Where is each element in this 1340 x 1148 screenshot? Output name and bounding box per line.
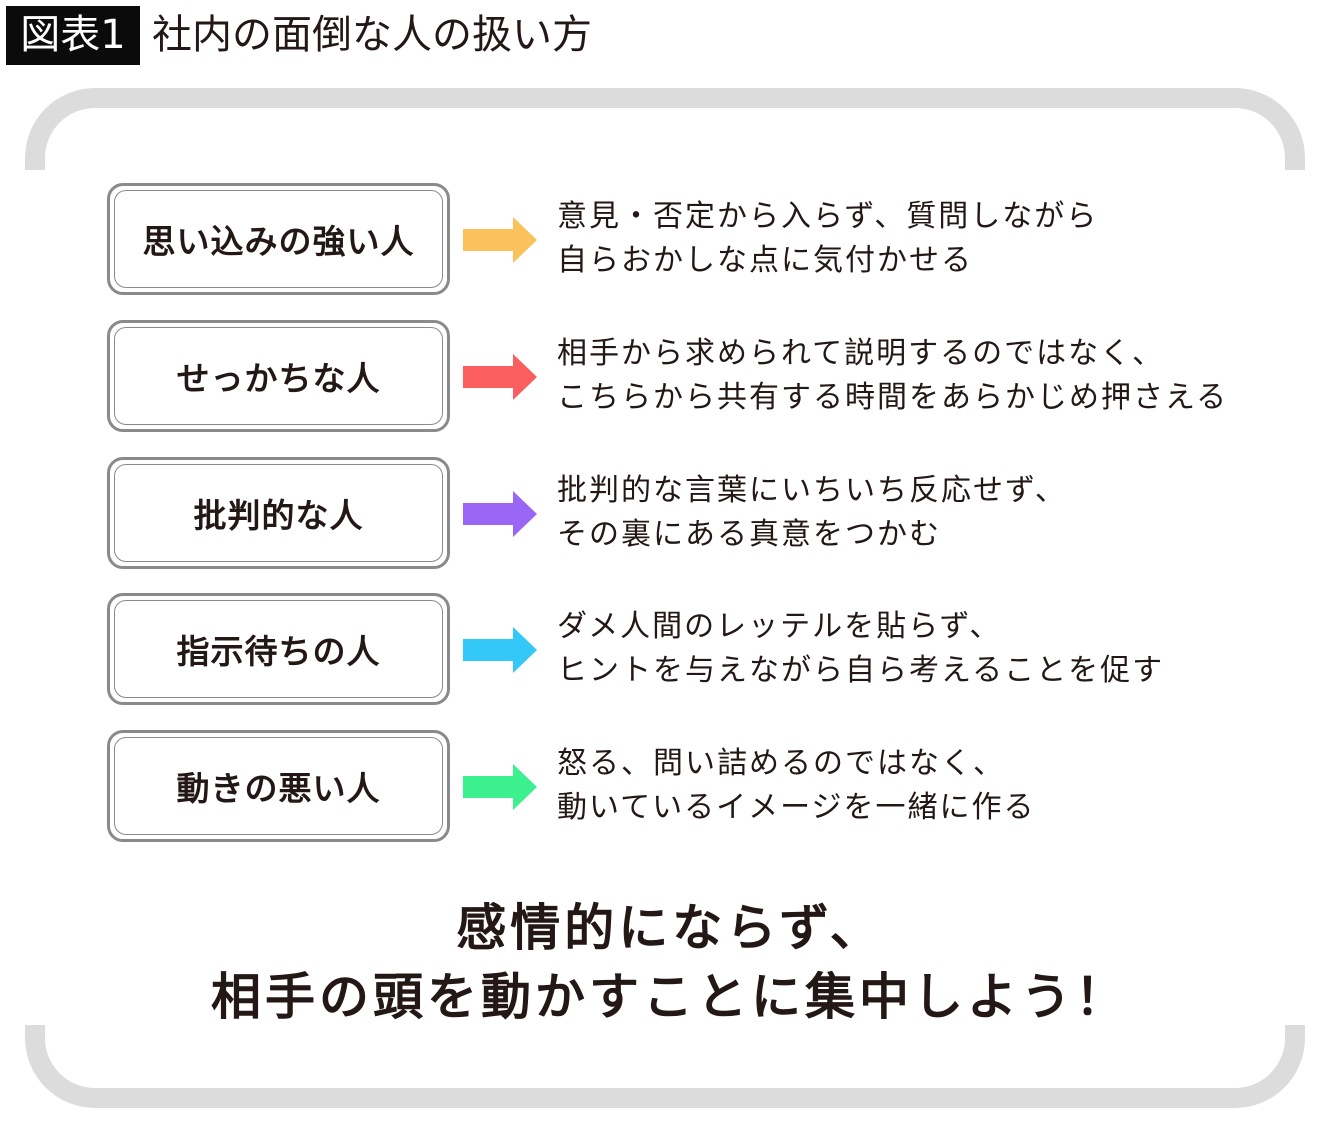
person-type-row: 思い込みの強い人 意見・否定から入らず、質問しながら自らおかしな点に気付かせる xyxy=(107,183,1307,295)
arrow-shape xyxy=(463,764,537,810)
conclusion-line-1: 感情的にならず、 xyxy=(456,899,884,957)
person-type-box: 指示待ちの人 xyxy=(107,593,450,705)
arrow-right-icon xyxy=(463,354,537,400)
arrow-shape xyxy=(463,491,537,537)
figure-tag: 図表1 xyxy=(6,6,140,65)
arrow-right-icon xyxy=(463,627,537,673)
frame-top-bracket xyxy=(25,88,1305,170)
advice-line: 相手から求められて説明するのではなく、 xyxy=(557,336,1165,371)
page-title: 社内の面倒な人の扱い方 xyxy=(152,12,592,58)
advice-line: 意見・否定から入らず、質問しながら xyxy=(557,199,1099,234)
arrow-right-icon xyxy=(463,217,537,263)
person-type-box: 動きの悪い人 xyxy=(107,730,450,842)
advice-text: 意見・否定から入らず、質問しながら自らおかしな点に気付かせる xyxy=(557,195,1098,283)
arrow-right-icon xyxy=(463,764,537,810)
advice-text: 相手から求められて説明するのではなく、こちらから共有する時間をあらかじめ押さえる xyxy=(557,332,1228,420)
advice-line: 批判的な言葉にいちいち反応せず、 xyxy=(557,473,1067,508)
conclusion-line-2: 相手の頭を動かすことに集中しよう！ xyxy=(211,968,1129,1026)
advice-line: その裏にある真意をつかむ xyxy=(557,517,941,552)
arrow-shape xyxy=(463,354,537,400)
advice-line: ヒントを与えながら自ら考えることを促す xyxy=(557,653,1165,688)
advice-text: 批判的な言葉にいちいち反応せず、その裏にある真意をつかむ xyxy=(557,469,1067,557)
person-type-row: 動きの悪い人 怒る、問い詰めるのではなく、動いているイメージを一緒に作る xyxy=(107,730,1307,842)
advice-line: ダメ人間のレッテルを貼らず、 xyxy=(557,609,1002,644)
person-type-box: せっかちな人 xyxy=(107,320,450,432)
advice-line: 怒る、問い詰めるのではなく、 xyxy=(557,746,1005,781)
person-type-label: 思い込みの強い人 xyxy=(114,190,443,288)
person-type-box: 思い込みの強い人 xyxy=(107,183,450,295)
frame-bottom-bracket xyxy=(25,1025,1305,1108)
advice-text: ダメ人間のレッテルを貼らず、ヒントを与えながら自ら考えることを促す xyxy=(557,605,1164,693)
person-type-row: せっかちな人 相手から求められて説明するのではなく、こちらから共有する時間をあら… xyxy=(107,320,1307,432)
person-type-label: せっかちな人 xyxy=(114,327,443,425)
person-type-label: 動きの悪い人 xyxy=(114,737,443,835)
person-type-row: 指示待ちの人 ダメ人間のレッテルを貼らず、ヒントを与えながら自ら考えることを促す xyxy=(107,593,1307,705)
person-type-label: 指示待ちの人 xyxy=(114,600,443,698)
arrow-shape xyxy=(463,217,537,263)
advice-text: 怒る、問い詰めるのではなく、動いているイメージを一緒に作る xyxy=(557,742,1036,830)
advice-line: 自らおかしな点に気付かせる xyxy=(557,243,973,278)
person-type-row: 批判的な人 批判的な言葉にいちいち反応せず、その裏にある真意をつかむ xyxy=(107,457,1307,569)
person-type-label: 批判的な人 xyxy=(114,464,443,562)
arrow-shape xyxy=(463,627,537,673)
advice-line: 動いているイメージを一緒に作る xyxy=(557,790,1036,825)
advice-line: こちらから共有する時間をあらかじめ押さえる xyxy=(557,380,1229,415)
person-type-box: 批判的な人 xyxy=(107,457,450,569)
arrow-right-icon xyxy=(463,491,537,537)
